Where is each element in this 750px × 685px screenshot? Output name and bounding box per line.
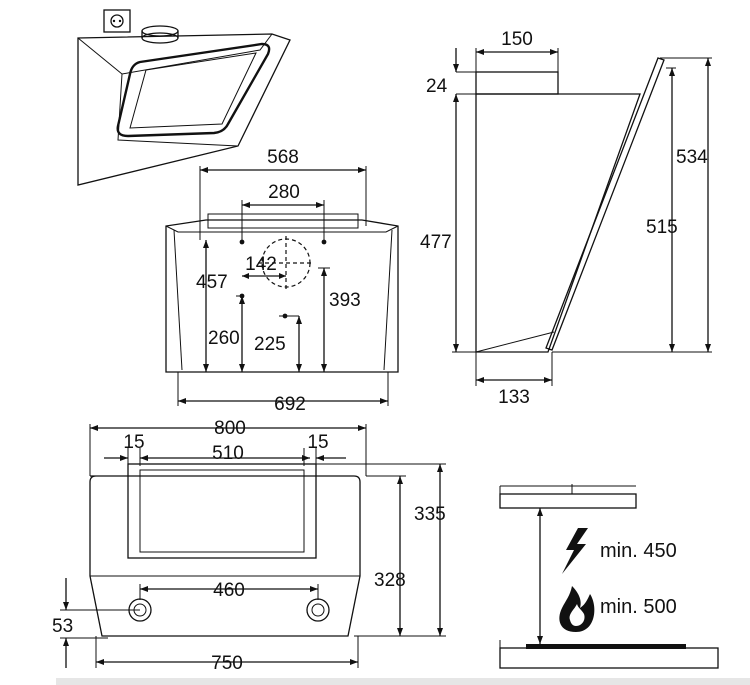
bottom-strip	[56, 678, 750, 685]
lightning-icon	[562, 528, 588, 574]
dim-bracket-margin-right: 15	[307, 432, 328, 453]
dim-bracket-height-a: 335	[414, 504, 446, 525]
gas-clearance-label: min. 500	[600, 596, 677, 618]
dim-front-low-right: 225	[254, 334, 286, 355]
dim-bracket-total-width: 800	[214, 418, 246, 439]
dim-bracket-panel-width: 510	[212, 443, 244, 464]
hood-isometric-view	[77, 9, 291, 186]
dim-bracket-bottom-width: 750	[211, 653, 243, 674]
front-view: 568 280 142 457 393 260 2	[165, 147, 399, 415]
clearance-diagram: min. 450 min. 500	[499, 484, 719, 669]
dim-front-width-bottom: 692	[274, 394, 306, 415]
dim-side-glass-height: 515	[646, 217, 678, 238]
dim-bracket-holes-spacing: 460	[213, 580, 245, 601]
electric-clearance-label: min. 450	[600, 540, 677, 562]
dim-side-total-height: 534	[676, 147, 708, 168]
dim-front-holes-top: 280	[268, 182, 300, 203]
dim-side-depth-bottom: 133	[498, 387, 530, 408]
dim-side-duct-height: 24	[426, 76, 448, 97]
dim-side-body-height: 477	[420, 232, 452, 253]
dim-bracket-hole-height: 53	[52, 616, 73, 637]
dim-bracket-margin-left: 15	[123, 432, 144, 453]
side-view: 150 24 477 534 515 133	[420, 29, 712, 408]
dim-side-duct-width: 150	[501, 29, 533, 50]
bracket-view: 800 15 510 15 460 750	[52, 418, 446, 674]
dim-front-left-height: 457	[196, 272, 228, 293]
flame-icon	[559, 586, 595, 632]
dim-front-right-height: 393	[329, 290, 361, 311]
power-socket-icon	[103, 9, 131, 33]
dim-front-duct-offset: 142	[245, 254, 277, 275]
dim-bracket-height-b: 328	[374, 570, 406, 591]
dim-front-width-top: 568	[267, 147, 299, 168]
dim-front-low-left: 260	[208, 328, 240, 349]
